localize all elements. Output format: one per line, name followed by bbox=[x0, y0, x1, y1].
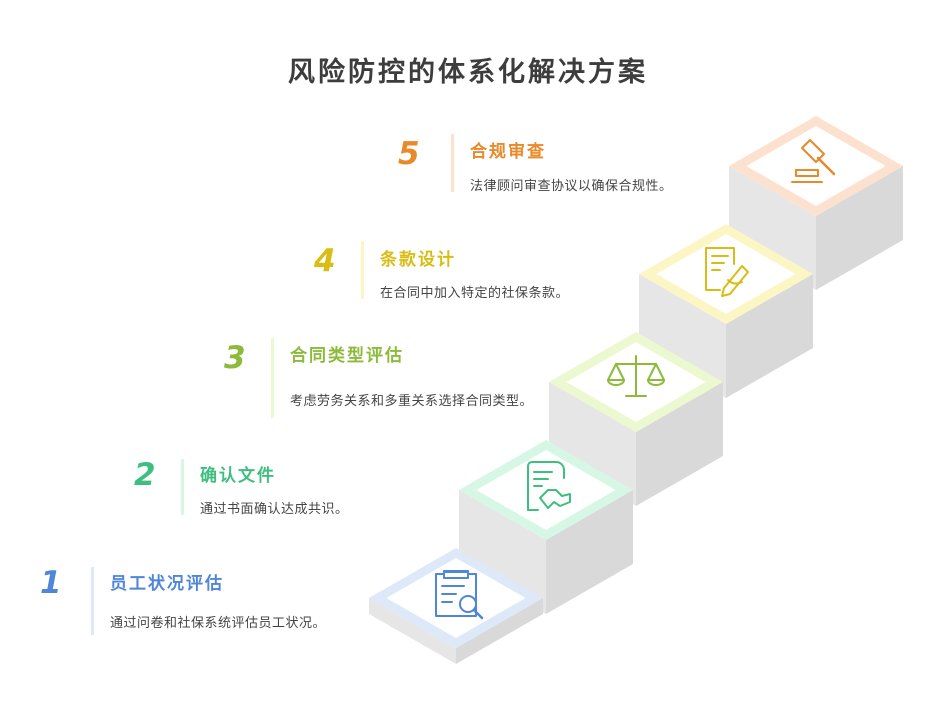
gavel-handle bbox=[816, 156, 836, 176]
document-handshake-icon bbox=[527, 461, 571, 511]
stair-wall-left bbox=[369, 598, 456, 664]
step-3-description: 考虑劳务关系和多重关系选择合同类型。 bbox=[290, 394, 534, 409]
stair-wall-right bbox=[456, 598, 543, 664]
step-1-title: 员工状况评估 bbox=[110, 574, 224, 594]
stair-wall-left bbox=[729, 166, 816, 290]
magnifier-handle bbox=[472, 608, 484, 620]
step-3-number: 3 bbox=[224, 340, 246, 376]
step-4-title: 条款设计 bbox=[380, 250, 456, 270]
step-4-description: 在合同中加入特定的社保条款。 bbox=[380, 286, 570, 301]
document-pen-icon bbox=[705, 247, 749, 297]
step-1-number: 1 bbox=[40, 565, 62, 601]
clipboard-clip bbox=[443, 571, 469, 579]
stair-step-5 bbox=[729, 116, 903, 290]
clipboard-search-icon bbox=[435, 570, 484, 620]
stair-step-2 bbox=[459, 440, 633, 614]
stair-wall-right bbox=[816, 166, 903, 290]
step-4-number: 4 bbox=[314, 243, 336, 279]
document-outline bbox=[705, 247, 735, 291]
stair-top-face bbox=[746, 126, 886, 206]
clipboard-lines bbox=[441, 585, 465, 603]
step-1-divider bbox=[91, 567, 94, 635]
stair-wall-right bbox=[636, 382, 723, 506]
stair-wall-right bbox=[726, 274, 813, 398]
stair-wall-left bbox=[639, 274, 726, 398]
page-title: 风险防控的体系化解决方案 bbox=[288, 57, 648, 88]
stair-step-1 bbox=[369, 548, 543, 664]
gavel-head bbox=[801, 139, 825, 163]
handshake-shape bbox=[539, 489, 571, 509]
gavel-block bbox=[795, 169, 819, 177]
signature-curve bbox=[727, 279, 743, 285]
stair-wall-left bbox=[459, 490, 546, 614]
stair-step-4 bbox=[639, 224, 813, 398]
step-5-description: 法律顾问审查协议以确保合规性。 bbox=[470, 179, 673, 194]
step-5-title: 合规审查 bbox=[470, 142, 546, 162]
scale-pan-bottoms bbox=[607, 379, 665, 386]
step-2-title: 确认文件 bbox=[200, 466, 276, 486]
stair-top-face bbox=[476, 450, 616, 530]
step-1-description: 通过问卷和社保系统评估员工状况。 bbox=[110, 616, 327, 631]
scales-icon bbox=[607, 355, 665, 397]
step-4-divider bbox=[361, 241, 364, 299]
step-2-description: 通过书面确认达成共识。 bbox=[200, 502, 349, 517]
step-3-title: 合同类型评估 bbox=[290, 346, 404, 366]
step-3-divider bbox=[271, 338, 274, 418]
gavel-icon bbox=[791, 139, 836, 183]
magnifier-lens bbox=[459, 595, 477, 613]
document-outline bbox=[527, 461, 565, 511]
scale-pans bbox=[607, 363, 665, 381]
document-lines bbox=[711, 255, 729, 271]
scale-beam bbox=[615, 355, 657, 397]
step-5-divider bbox=[451, 134, 454, 192]
step-2-divider bbox=[181, 459, 184, 515]
document-lines bbox=[533, 471, 553, 487]
stair-top-face bbox=[386, 558, 526, 638]
stair-top-face bbox=[656, 234, 796, 314]
step-5-number: 5 bbox=[398, 136, 420, 172]
stair-wall-left bbox=[549, 382, 636, 506]
step-2-number: 2 bbox=[134, 457, 156, 493]
stair-wall-right bbox=[546, 490, 633, 614]
